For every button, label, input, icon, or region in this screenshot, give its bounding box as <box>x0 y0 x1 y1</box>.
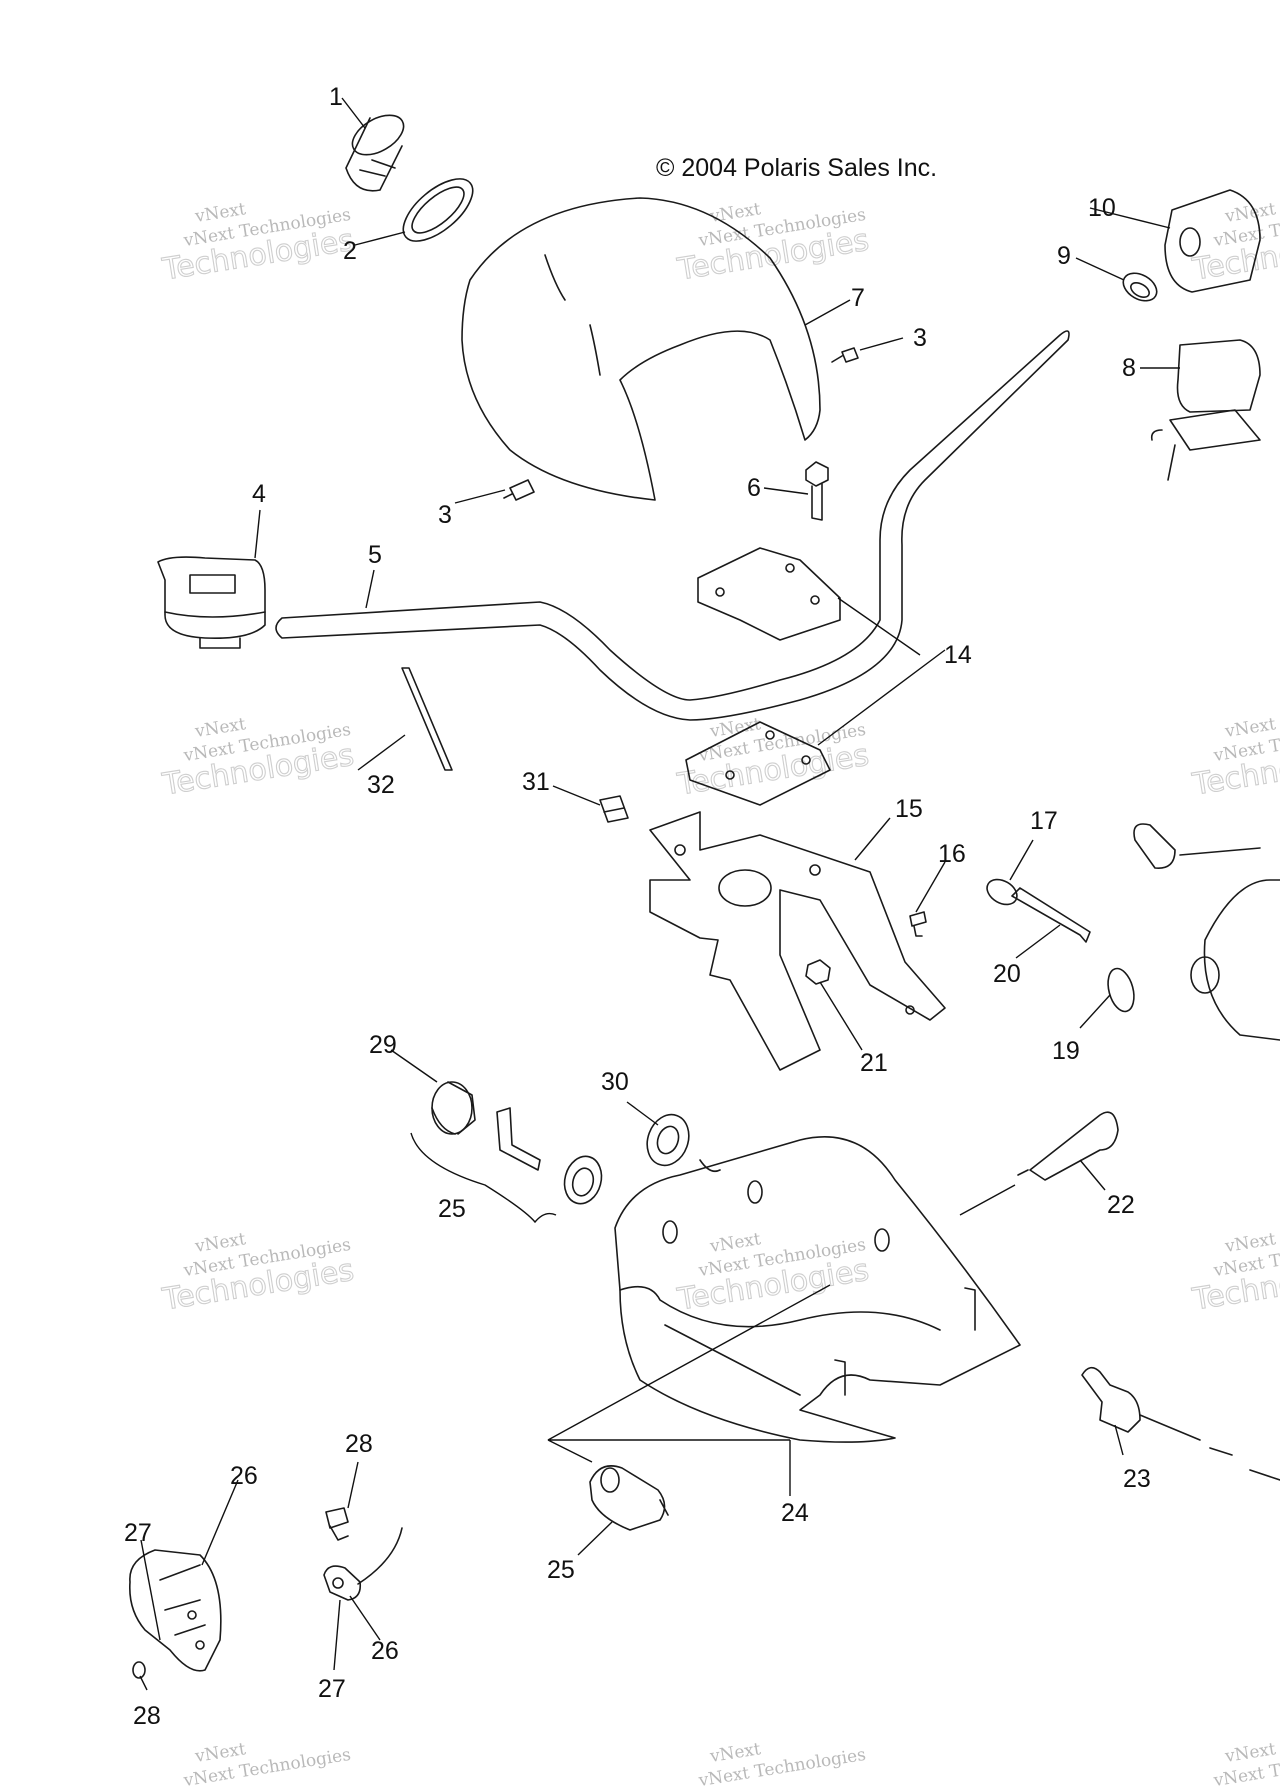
callout-26b: 26 <box>371 1637 399 1665</box>
callout-28b: 28 <box>133 1702 161 1730</box>
watermark: vNext vNext Technologies Technologies <box>159 714 357 803</box>
part-26-caliper <box>128 1549 222 1672</box>
callout-27a: 27 <box>124 1519 152 1547</box>
part-24-housing <box>614 1136 1021 1443</box>
callout-20: 20 <box>993 960 1021 988</box>
callout-26a: 26 <box>230 1462 258 1490</box>
callout-21: 21 <box>860 1049 888 1077</box>
part-28-pin <box>132 1661 146 1679</box>
part-21-nut <box>805 959 831 985</box>
part-19-oring <box>1107 967 1135 1013</box>
callout-1: 1 <box>329 83 343 111</box>
callout-28a: 28 <box>345 1430 373 1458</box>
callout-5: 5 <box>368 541 382 569</box>
watermark: vNext vNext Technologies <box>1211 1739 1280 1791</box>
part-3-screw-lower <box>503 479 535 501</box>
callout-3b: 3 <box>438 501 452 529</box>
callout-8: 8 <box>1122 354 1136 382</box>
callout-7: 7 <box>851 284 865 312</box>
callout-24: 24 <box>781 1499 809 1527</box>
watermark: vNext vNext Technologies Technologies <box>674 199 872 288</box>
part-29-bezel <box>431 1081 476 1135</box>
watermark: vNext vNext Technologies Technologies <box>159 199 357 288</box>
part-25-bracket-tab <box>496 1107 541 1171</box>
part-14-clamp-upper <box>697 547 841 641</box>
watermark: vNext vNext Technologies Technologies <box>1189 714 1280 803</box>
part-1-cap <box>345 114 405 192</box>
part-4-switch <box>157 556 266 649</box>
callout-19: 19 <box>1052 1037 1080 1065</box>
callout-22: 22 <box>1107 1191 1135 1219</box>
callout-labels: 1 2 7 3 3 4 5 6 10 9 8 14 32 31 15 16 17… <box>124 83 1151 1730</box>
callout-31: 31 <box>522 768 550 796</box>
part-32-tie <box>401 667 453 771</box>
callout-27b: 27 <box>318 1675 346 1703</box>
callout-32: 32 <box>367 771 395 799</box>
part-16-screw <box>909 911 927 937</box>
callout-6: 6 <box>747 474 761 502</box>
callout-10: 10 <box>1088 194 1116 222</box>
callout-3a: 3 <box>913 324 927 352</box>
part-3-screw-upper <box>831 347 859 363</box>
watermark: vNext vNext Technologies <box>181 1739 352 1791</box>
part-30-grommet <box>646 1113 690 1167</box>
part-right-headlight <box>1190 879 1280 1041</box>
part-17-grommet <box>986 878 1018 906</box>
part-25-switch <box>589 1465 669 1531</box>
part-10-boot <box>1164 189 1261 293</box>
part-26-sensor <box>323 1527 403 1601</box>
part-2-ring <box>402 178 474 242</box>
callout-30: 30 <box>601 1068 629 1096</box>
part-14-clamp-lower <box>685 721 831 806</box>
part-15-bracket <box>649 811 946 1071</box>
part-5-handlebar <box>275 330 1070 721</box>
part-right-socket <box>1133 823 1261 869</box>
callout-15: 15 <box>895 795 923 823</box>
callout-2: 2 <box>343 237 357 265</box>
leader-lines <box>139 97 1180 1691</box>
watermark: vNext vNext Technologies Technologies <box>1189 199 1280 288</box>
copyright-text: © 2004 Polaris Sales Inc. <box>656 154 937 182</box>
watermark: vNext vNext Technologies <box>696 1739 867 1791</box>
part-23-cable <box>1081 1366 1280 1481</box>
callout-14: 14 <box>944 641 972 669</box>
part-7-cover <box>461 197 821 501</box>
callout-4: 4 <box>252 480 266 508</box>
part-6-bolt <box>805 461 829 521</box>
callout-16: 16 <box>938 840 966 868</box>
watermark: vNext vNext Technologies Technologies <box>674 1229 872 1318</box>
watermark: vNext vNext Technologies Technologies <box>1189 1229 1280 1318</box>
part-31-clip <box>599 795 629 823</box>
watermark: vNext vNext Technologies Technologies <box>159 1229 357 1318</box>
part-28-bleeder <box>325 1507 349 1541</box>
callout-9: 9 <box>1057 242 1071 270</box>
part-8-master-cylinder <box>1150 339 1261 481</box>
callout-25b: 25 <box>547 1556 575 1584</box>
watermark-layer: vNext vNext Technologies Technologies vN… <box>159 199 1280 1791</box>
part-20-bolt <box>1011 887 1091 943</box>
callout-23: 23 <box>1123 1465 1151 1493</box>
callout-25a: 25 <box>438 1195 466 1223</box>
part-22-bulb <box>1017 1111 1119 1181</box>
callout-17: 17 <box>1030 807 1058 835</box>
callout-29: 29 <box>369 1031 397 1059</box>
part-25-washer <box>563 1155 603 1205</box>
watermark: vNext vNext Technologies Technologies <box>674 714 872 803</box>
part-9-seal <box>1122 272 1158 302</box>
